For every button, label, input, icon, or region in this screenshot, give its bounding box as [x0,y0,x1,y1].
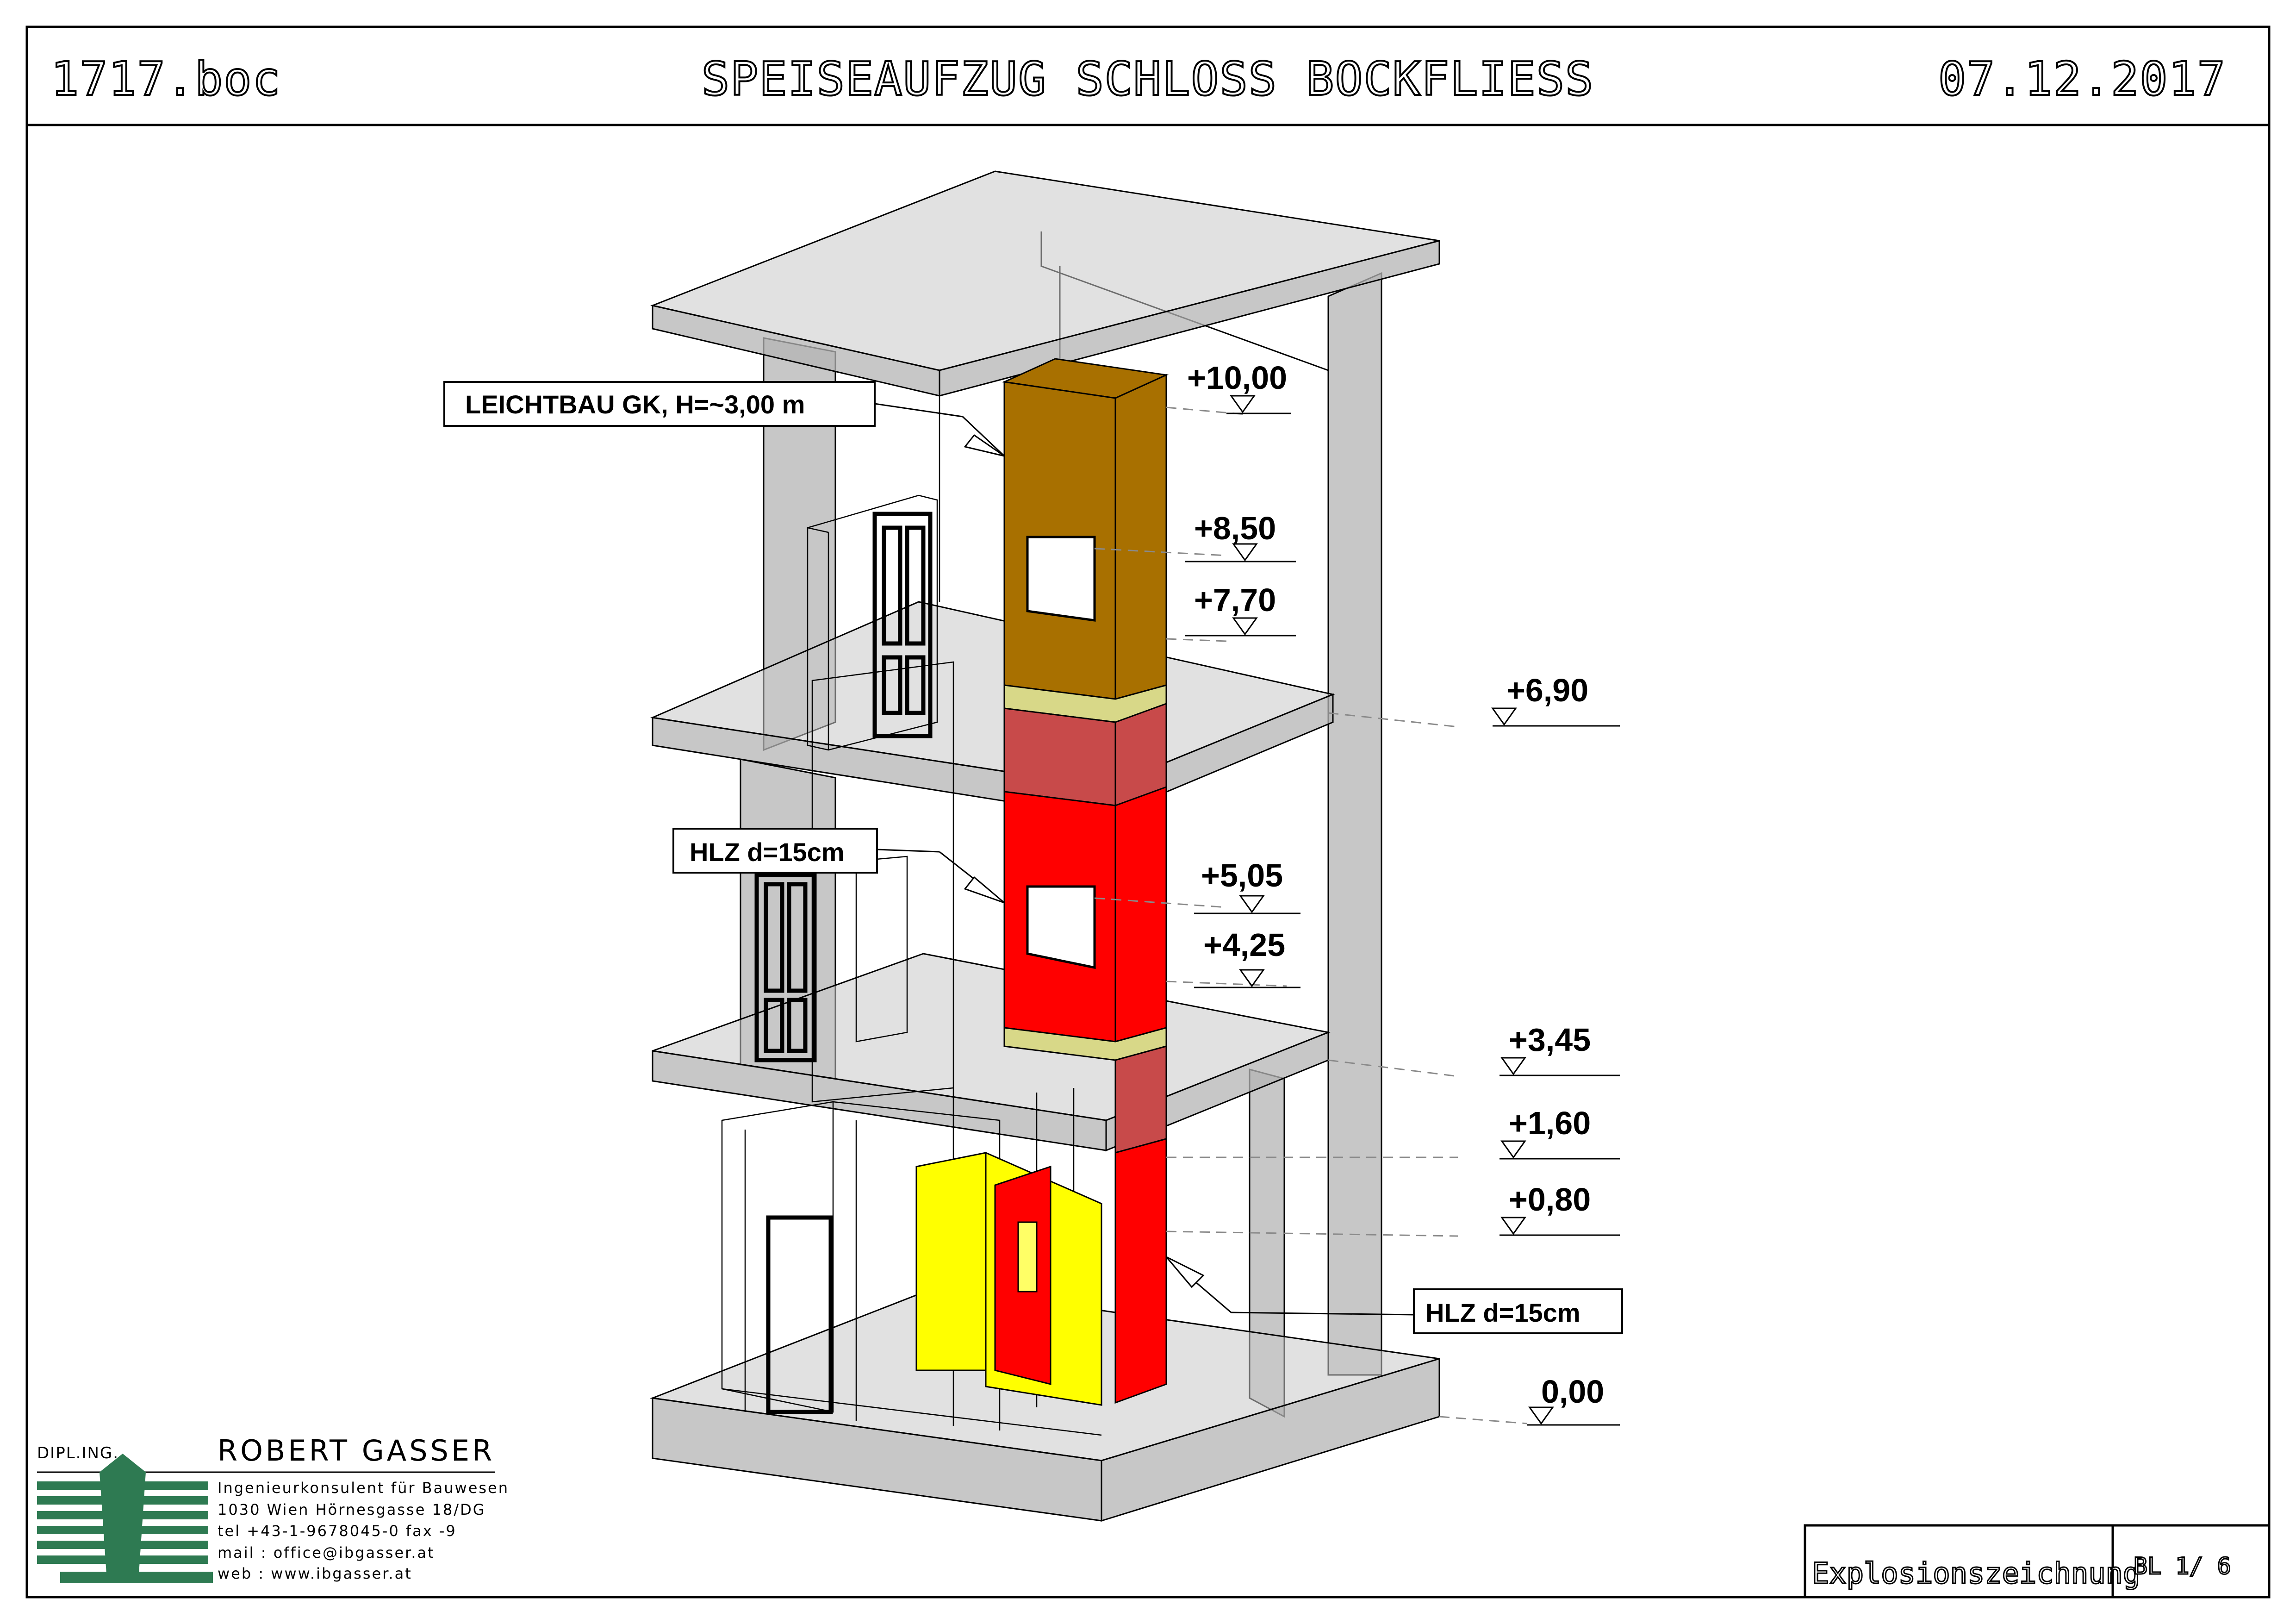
level-marker-0-80: +0,80 [1166,1181,1620,1237]
level-text: +6,90 [1506,672,1588,708]
company-block: DIPL.ING. ROBERT GASSER Ingenieurkonsule… [37,1434,509,1583]
hlz-lower-front [1114,1138,1167,1404]
level-marker-8-50: +8,50 [1094,510,1296,562]
hlz-lower-dark [1114,1045,1167,1154]
company-line2: 1030 Wien Hörnesgasse 18/DG [218,1501,486,1518]
callout-leichtbau: LEICHTBAU GK, H=~3,00 m [443,381,1005,457]
callout-hlz-upper: HLZ d=15cm [672,828,1005,904]
level-marker-10-00: +10,00 [1166,360,1291,415]
title-block: Explosionszeichnung BL 1/ 6 [1804,1524,2271,1599]
upper-door [872,512,933,738]
callout-hlz-lower: HLZ d=15cm [1165,1256,1623,1334]
level-text: +3,45 [1509,1022,1591,1058]
level-marker-3-45: +3,45 [1328,1022,1620,1077]
level-marker-1-60: +1,60 [1166,1105,1620,1160]
middle-door [754,873,817,1062]
company-mail: mail : office@ibgasser.at [218,1544,435,1562]
callout-hlz-upper-text: HLZ d=15cm [690,837,845,867]
isometric-building [650,170,1440,1522]
callout-leichtbau-text: LEICHTBAU GK, H=~3,00 m [465,390,805,419]
hlz-upper-side [1114,786,1167,1043]
ground-door [766,1215,833,1414]
project-code: 1717.boc [51,52,281,106]
roof-slab-side [939,240,1440,397]
callout-hlz-lower-text: HLZ d=15cm [1425,1298,1580,1327]
level-text: +5,05 [1201,857,1283,893]
drawing-date: 07.12.2017 [1938,52,2226,106]
company-web: web : www.ibgasser.at [218,1565,412,1582]
red-door-window [1017,1221,1038,1293]
right-column [1327,272,1382,1376]
level-marker-4-25: +4,25 [1166,927,1300,988]
company-line1: Ingenieurkonsulent für Bauwesen [218,1479,509,1497]
level-text: +7,70 [1194,582,1276,618]
level-text: 0,00 [1541,1374,1604,1410]
company-line3: tel +43-1-9678045-0 fax -9 [218,1522,457,1540]
yellow-shaft-front [915,1152,987,1371]
level-marker-5-05: +5,05 [1094,857,1300,914]
leichtbau-shaft-side [1114,374,1167,700]
level-text: +4,25 [1203,927,1285,963]
drawing-type: Explosionszeichnung [1812,1556,2140,1590]
company-prefix: DIPL.ING. [37,1444,119,1462]
eagle-logo-icon [37,1454,213,1583]
level-text: +8,50 [1194,510,1276,546]
level-markers: +10,00 +8,50 +7,70 +6,90 +5,05 [1094,360,1620,1426]
company-name: ROBERT GASSER [218,1434,495,1468]
sheet-border [25,25,2271,1599]
level-text: +0,80 [1509,1181,1591,1218]
level-marker-6-90: +6,90 [1328,672,1620,728]
level-marker-7-70: +7,70 [1166,582,1296,642]
level-marker-0-00: 0,00 [1439,1374,1620,1426]
level-text: +1,60 [1509,1105,1591,1141]
drawing-title: SPEISEAUFZUG SCHLOSS BOCKFLIESS [702,52,1594,106]
hlz-upper-window [1026,885,1096,969]
sheet-number: BL 1/ 6 [2134,1553,2231,1580]
level-text: +10,00 [1187,360,1287,396]
leichtbau-window [1026,536,1096,622]
hlz-upper-dark-front [1003,707,1116,806]
